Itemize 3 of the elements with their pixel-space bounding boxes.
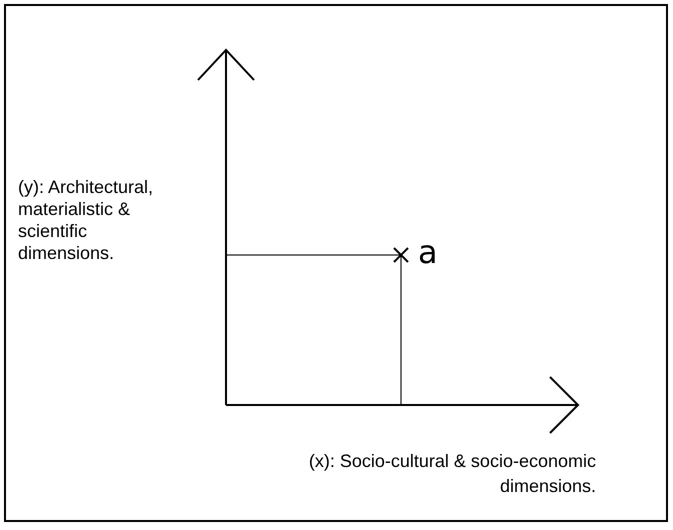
- point-label: a: [418, 234, 439, 270]
- axis-label: (y): Architectural, materialistic & scientific dimensions.: [18, 176, 154, 264]
- axis-label: (x): Socio-cultural & socio-economic dimensions.: [308, 450, 596, 498]
